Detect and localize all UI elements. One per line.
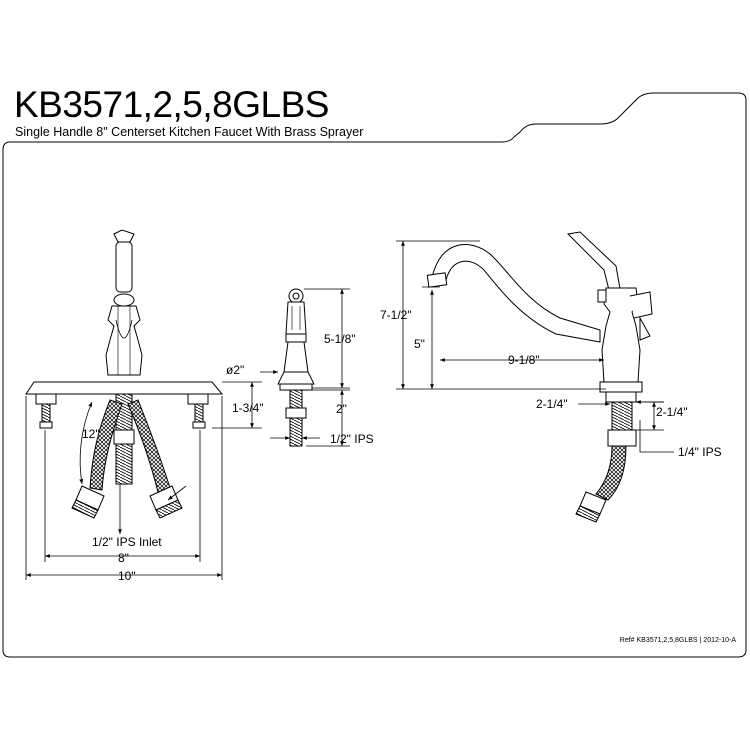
reference-footer: Ref# KB3571,2,5,8GLBS | 2012-10-A bbox=[619, 637, 736, 644]
spout-reach-label: 9-1/8" bbox=[508, 353, 540, 367]
hose-length-label: 12" bbox=[82, 427, 100, 441]
model-title: KB3571,2,5,8GLBS bbox=[14, 84, 329, 125]
left-supply-hose bbox=[89, 399, 123, 491]
left-hose-fitting bbox=[71, 485, 105, 519]
left-mount-bolt bbox=[35, 393, 57, 429]
right-supply-hose bbox=[127, 399, 171, 493]
handle-lever bbox=[115, 241, 133, 293]
side-thread-label: 1/4" IPS bbox=[678, 445, 722, 459]
spout-height-label: 5" bbox=[414, 337, 425, 351]
sprayer-head bbox=[285, 301, 307, 335]
centers-label: 8" bbox=[118, 551, 129, 565]
spout bbox=[431, 244, 601, 343]
product-subtitle: Single Handle 8" Centerset Kitchen Fauce… bbox=[15, 125, 364, 139]
sprayer-shank-label: 2" bbox=[336, 402, 347, 416]
front-dimensions bbox=[25, 381, 262, 580]
right-mount-bolt bbox=[187, 393, 209, 429]
sprayer-dimensions bbox=[260, 288, 350, 447]
side-view bbox=[426, 231, 653, 523]
sprayer-height-label: 5-1/8" bbox=[324, 332, 356, 346]
sprayer-view bbox=[277, 288, 315, 447]
below-deck-height-label: 1-3/4" bbox=[232, 401, 264, 415]
inlet-label: 1/2" IPS Inlet bbox=[92, 535, 162, 549]
sprayer-base bbox=[283, 341, 309, 373]
aerator bbox=[426, 272, 448, 288]
side-dimensions bbox=[396, 240, 674, 453]
faucet-body bbox=[105, 305, 143, 376]
sprayer-thread-label: 1/2" IPS bbox=[330, 432, 374, 446]
drawing-frame bbox=[2, 92, 747, 658]
right-hose-fitting bbox=[149, 485, 183, 519]
overall-height-label: 7-1/2" bbox=[380, 308, 412, 322]
plate-width-label: 10" bbox=[118, 569, 136, 583]
shank-left-label: 2-1/4" bbox=[536, 397, 568, 411]
handle-knob bbox=[113, 229, 135, 243]
front-view bbox=[25, 229, 224, 519]
deck-plate bbox=[25, 381, 224, 395]
shank-right-label: 2-1/4" bbox=[656, 405, 688, 419]
side-hose-fitting bbox=[575, 491, 607, 523]
sprayer-diameter-label: ø2" bbox=[226, 363, 244, 377]
side-hose bbox=[595, 445, 627, 501]
